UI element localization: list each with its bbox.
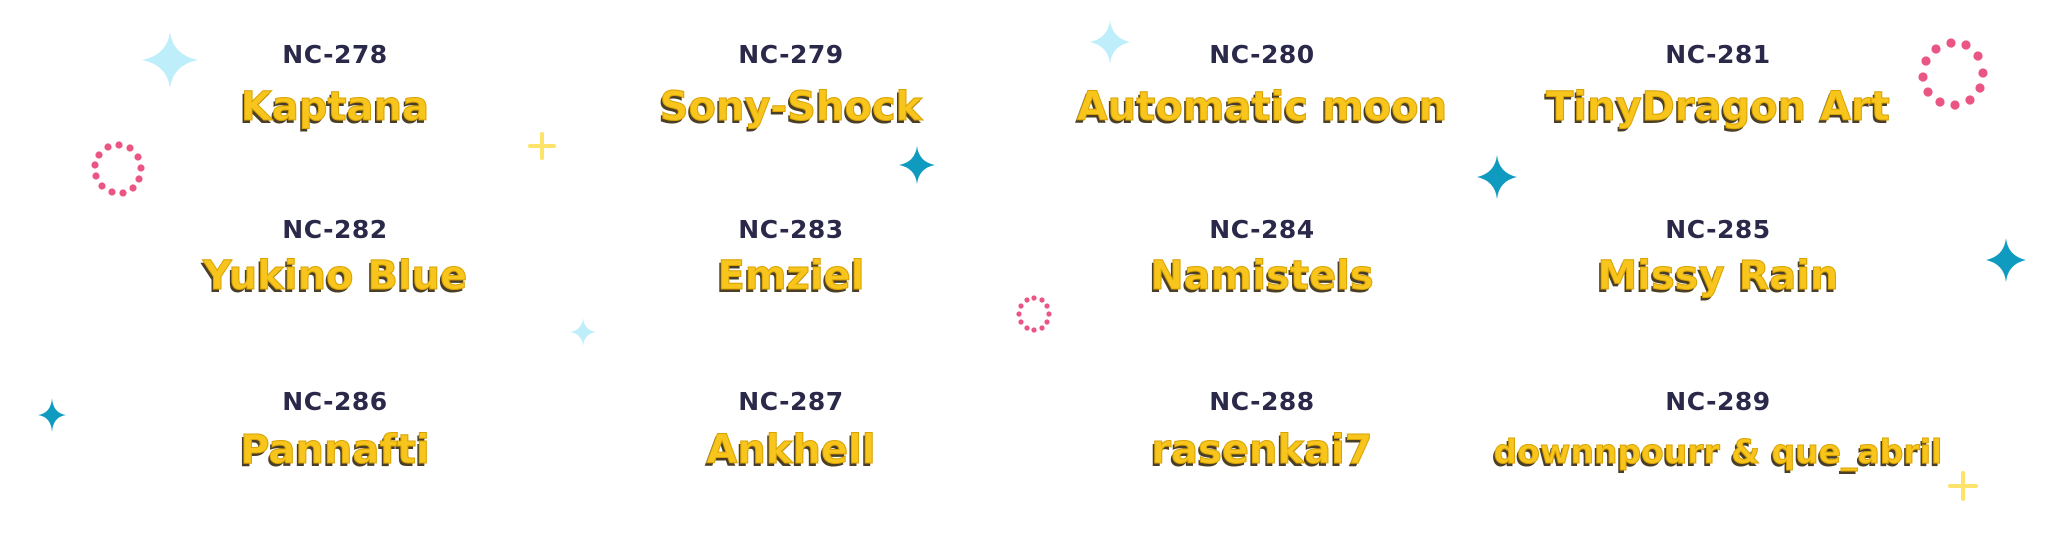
credit-entry: NC-280 Automatic moon [1027, 40, 1497, 131]
entry-name: Yukino Blue [202, 253, 468, 300]
entry-name: Emziel [717, 253, 865, 300]
credit-entry: NC-279 Sony-Shock [556, 40, 1026, 131]
credit-entry: NC-285 Missy Rain [1483, 215, 1953, 300]
entry-code: NC-284 [1209, 215, 1315, 244]
entry-name: Namistels [1150, 253, 1374, 300]
credit-entry: NC-289 downnpourr & que_abril [1483, 387, 1953, 475]
entry-code: NC-279 [738, 40, 844, 69]
entry-code: NC-288 [1209, 387, 1315, 416]
credit-entry: NC-281 TinyDragon Art [1483, 40, 1953, 131]
entry-code: NC-282 [282, 215, 388, 244]
sparkle-icon [570, 318, 596, 346]
credit-entry: NC-287 Ankhell [556, 387, 1026, 474]
dotted-circle-icon [91, 141, 145, 197]
sparkle-icon [1986, 238, 2026, 282]
entry-code: NC-278 [282, 40, 388, 69]
entry-name: Ankhell [706, 427, 876, 474]
credit-entry: NC-278 Kaptana [100, 40, 570, 131]
entry-name: Missy Rain [1597, 253, 1839, 300]
entry-code: NC-287 [738, 387, 844, 416]
dotted-circle-icon [1016, 295, 1052, 333]
sparkle-icon [1477, 155, 1517, 199]
entry-code: NC-280 [1209, 40, 1315, 69]
credit-entry: NC-286 Pannafti [100, 387, 570, 474]
entry-code: NC-283 [738, 215, 844, 244]
credit-entry: NC-283 Emziel [556, 215, 1026, 300]
entry-code: NC-281 [1665, 40, 1771, 69]
entry-name: rasenkai7 [1151, 427, 1373, 474]
entry-code: NC-286 [282, 387, 388, 416]
plus-sparkle-icon [1948, 471, 1978, 501]
entry-name: TinyDragon Art [1546, 84, 1891, 131]
sparkle-icon [899, 146, 935, 184]
credit-entry: NC-288 rasenkai7 [1027, 387, 1497, 474]
entry-code: NC-285 [1665, 215, 1771, 244]
entry-name: Sony-Shock [659, 84, 923, 131]
entry-name: Pannafti [240, 427, 430, 474]
entry-name: Kaptana [240, 84, 430, 131]
entry-name: downnpourr & que_abril [1493, 432, 1943, 472]
entry-code: NC-289 [1665, 387, 1771, 416]
credit-entry: NC-282 Yukino Blue [100, 215, 570, 300]
credit-entry: NC-284 Namistels [1027, 215, 1497, 300]
entry-name: Automatic moon [1076, 84, 1448, 131]
plus-sparkle-icon [528, 132, 556, 160]
sparkle-icon [38, 398, 66, 432]
